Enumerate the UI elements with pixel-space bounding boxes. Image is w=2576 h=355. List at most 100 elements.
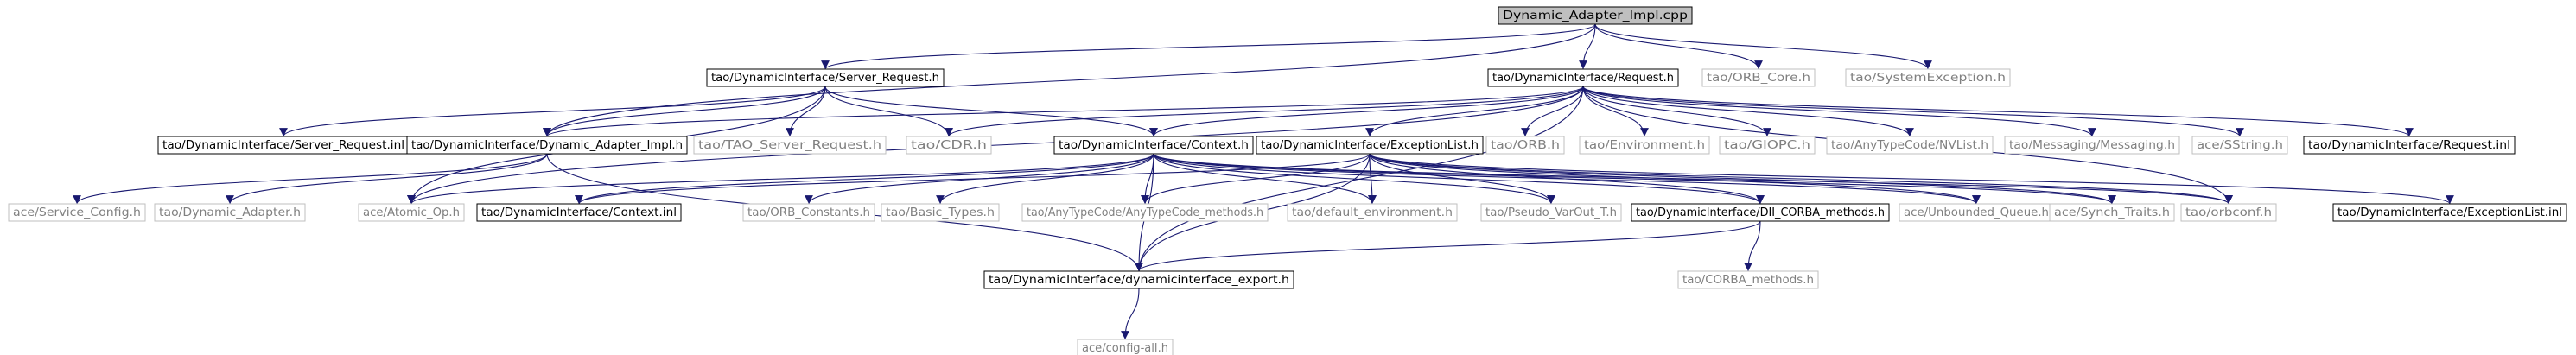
node-sysexc: tao/SystemException.h <box>1845 68 2011 87</box>
edge-ctx_h-to-defenv <box>1153 153 1377 205</box>
node-box-dii <box>1631 203 1890 222</box>
edge-ctx_h-to-ctx_inl <box>575 153 1154 205</box>
node-sstr: ace/SString.h <box>2191 136 2288 155</box>
node-label-cdr: tao/CDR.h <box>911 139 987 152</box>
node-box-taosrv <box>693 136 887 155</box>
node-label-nvlist: tao/AnyTypeCode/NVList.h <box>1831 139 1988 152</box>
node-box-orbconf <box>2180 203 2277 222</box>
edge-exl_h-to-dii <box>1369 153 1765 205</box>
edge-root-to-orbcore <box>1594 23 1763 70</box>
node-exl_inl[interactable]: tao/DynamicInterface/ExceptionList.inl <box>2332 203 2567 222</box>
node-box-srvreq_h <box>706 68 945 87</box>
node-label-giopc: tao/GIOPC.h <box>1724 139 1810 152</box>
node-label-defenv: tao/default_environment.h <box>1292 206 1453 219</box>
node-orb: tao/ORB.h <box>1485 136 1565 155</box>
node-req_h[interactable]: tao/DynamicInterface/Request.h <box>1487 68 1679 87</box>
node-ctx_inl[interactable]: tao/DynamicInterface/Context.inl <box>476 203 682 222</box>
node-label-orbcore: tao/ORB_Core.h <box>1707 72 1810 85</box>
node-box-sstr <box>2191 136 2288 155</box>
node-box-dai_h <box>406 136 688 155</box>
edge-req_h-to-giopc <box>1582 86 1771 137</box>
edge-req_h-to-dexp <box>1135 86 1584 272</box>
node-giopc: tao/GIOPC.h <box>1719 136 1816 155</box>
edge-ctx_h-to-synch <box>1153 153 2116 205</box>
node-box-sysexc <box>1845 68 2011 87</box>
edge-req_h-to-env <box>1582 86 1649 137</box>
node-synch: ace/Synch_Traits.h <box>2049 203 2175 222</box>
node-label-svccfg: ace/Service_Config.h <box>13 206 141 219</box>
node-srvreq_h[interactable]: tao/DynamicInterface/Server_Request.h <box>706 68 945 87</box>
edges-layer <box>73 23 2454 340</box>
node-atomic: ace/Atomic_Op.h <box>358 203 465 222</box>
node-label-synch: ace/Synch_Traits.h <box>2054 206 2170 219</box>
edge-req_h-to-cdr <box>945 86 1584 137</box>
node-exl_h[interactable]: tao/DynamicInterface/ExceptionList.h <box>1256 136 1484 155</box>
node-label-srvreq_h: tao/DynamicInterface/Server_Request.h <box>711 72 939 85</box>
edge-req_h-to-atomic <box>407 86 1584 205</box>
node-box-msg <box>2004 136 2180 155</box>
edge-exl_h-to-synch <box>1369 153 2116 205</box>
node-box-corbam <box>1677 270 1819 289</box>
node-pvar: tao/Pseudo_VarOut_T.h <box>1480 203 1622 222</box>
edge-req_h-to-nvlist <box>1582 86 1914 137</box>
node-box-cfgall <box>1077 339 1174 355</box>
node-box-exl_inl <box>2332 203 2567 222</box>
node-dai_h[interactable]: tao/DynamicInterface/Dynamic_Adapter_Imp… <box>406 136 688 155</box>
node-box-svccfg <box>8 203 146 222</box>
edge-srvreq_h-to-ctx_h <box>824 86 1158 137</box>
node-label-dexp: tao/DynamicInterface/dynamicinterface_ex… <box>989 274 1289 287</box>
edge-req_h-to-ctx_h <box>1149 86 1584 137</box>
node-label-cfgall: ace/config-all.h <box>1082 342 1168 355</box>
node-label-msg: tao/Messaging/Messaging.h <box>2009 139 2175 152</box>
node-label-exl_h: tao/DynamicInterface/ExceptionList.h <box>1261 139 1479 152</box>
node-label-dai_h: tao/DynamicInterface/Dynamic_Adapter_Imp… <box>411 139 683 152</box>
edge-ctx_h-to-atomic <box>407 153 1154 205</box>
node-cdr: tao/CDR.h <box>906 136 992 155</box>
edge-req_h-to-orb <box>1521 86 1584 137</box>
node-req_inl[interactable]: tao/DynamicInterface/Request.inl <box>2303 136 2516 155</box>
node-corbam: tao/CORBA_methods.h <box>1677 270 1819 289</box>
node-dii[interactable]: tao/DynamicInterface/DII_CORBA_methods.h <box>1631 203 1890 222</box>
node-box-ctx_inl <box>476 203 682 222</box>
node-orbconst: tao/ORB_Constants.h <box>742 203 875 222</box>
node-msg: tao/Messaging/Messaging.h <box>2004 136 2180 155</box>
node-label-atomic: ace/Atomic_Op.h <box>363 206 460 219</box>
node-box-basic <box>881 203 1000 222</box>
edge-exl_h-to-unbq <box>1369 153 1981 205</box>
node-root: Dynamic_Adapter_Impl.cpp <box>1498 6 1693 25</box>
node-box-cdr <box>906 136 992 155</box>
node-label-srvreq_inl: tao/DynamicInterface/Server_Request.inl <box>162 139 404 152</box>
node-box-dexp <box>983 270 1294 289</box>
edge-root-to-req_h <box>1579 23 1596 70</box>
edge-dii-to-corbam <box>1744 220 1761 272</box>
edge-srvreq_h-to-cdr <box>824 86 953 137</box>
node-label-corbam: tao/CORBA_methods.h <box>1682 274 1814 287</box>
node-box-orb <box>1485 136 1565 155</box>
node-label-root: Dynamic_Adapter_Impl.cpp <box>1503 10 1688 22</box>
edge-ctx_h-to-pvar <box>1153 153 1555 205</box>
node-label-basic: tao/Basic_Types.h <box>886 206 995 219</box>
node-box-env <box>1579 136 1710 155</box>
edge-exl_h-to-atcm <box>1141 153 1371 205</box>
node-box-orbcore <box>1701 68 1816 87</box>
node-box-exl_h <box>1256 136 1484 155</box>
edge-req_h-to-req_inl <box>1582 86 2414 137</box>
edge-ctx_h-to-basic <box>936 153 1154 205</box>
node-basic: tao/Basic_Types.h <box>881 203 1000 222</box>
node-box-req_h <box>1487 68 1679 87</box>
edge-req_h-to-msg <box>1582 86 2096 137</box>
node-ctx_h[interactable]: tao/DynamicInterface/Context.h <box>1053 136 1254 155</box>
node-dexp[interactable]: tao/DynamicInterface/dynamicinterface_ex… <box>983 270 1294 289</box>
node-box-defenv <box>1287 203 1458 222</box>
node-box-atcm <box>1021 203 1269 222</box>
edge-req_h-to-exl_h <box>1365 86 1584 137</box>
node-orbcore: tao/ORB_Core.h <box>1701 68 1816 87</box>
edge-req_h-to-dai_h <box>543 86 1584 137</box>
edge-dai_h-to-dynad <box>226 153 548 205</box>
node-box-orbconst <box>742 203 875 222</box>
node-box-req_inl <box>2303 136 2516 155</box>
node-label-taosrv: tao/TAO_Server_Request.h <box>698 139 881 152</box>
node-srvreq_inl[interactable]: tao/DynamicInterface/Server_Request.inl <box>157 136 410 155</box>
node-label-dii: tao/DynamicInterface/DII_CORBA_methods.h <box>1636 206 1885 219</box>
